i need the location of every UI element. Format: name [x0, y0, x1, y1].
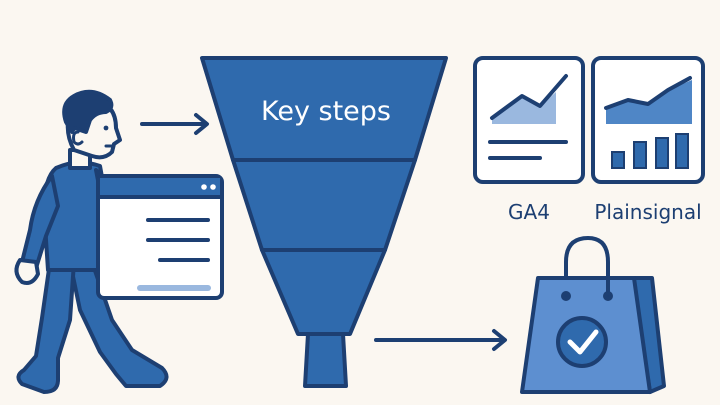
arrow-right-icon — [374, 329, 507, 351]
plainsignal-card — [591, 56, 705, 184]
funnel-spout — [303, 332, 348, 388]
arrow-right-icon — [140, 113, 209, 135]
browser-dot — [201, 184, 207, 190]
area-chart-icon — [488, 74, 568, 160]
browser-title-bar — [100, 178, 220, 196]
area-bar-chart-icon — [604, 76, 692, 169]
funnel-stage — [260, 248, 387, 336]
bar — [633, 141, 647, 169]
bag-handle — [564, 236, 610, 298]
ga4-label: GA4 — [508, 200, 550, 224]
browser-dot — [210, 184, 216, 190]
bar — [675, 133, 689, 169]
bar — [655, 137, 669, 169]
funnel — [200, 56, 448, 388]
browser-text-lines — [146, 218, 210, 262]
ga4-card — [473, 56, 585, 184]
funnel-stage — [231, 158, 417, 252]
plainsignal-label: Plainsignal — [594, 200, 701, 224]
check-icon — [567, 329, 599, 355]
browser-window-icon — [96, 174, 224, 300]
bar — [611, 151, 625, 169]
browser-frame — [96, 174, 224, 300]
shopping-bag-check-icon — [520, 236, 666, 394]
check-circle — [556, 316, 608, 368]
funnel-title: Key steps — [261, 96, 391, 127]
